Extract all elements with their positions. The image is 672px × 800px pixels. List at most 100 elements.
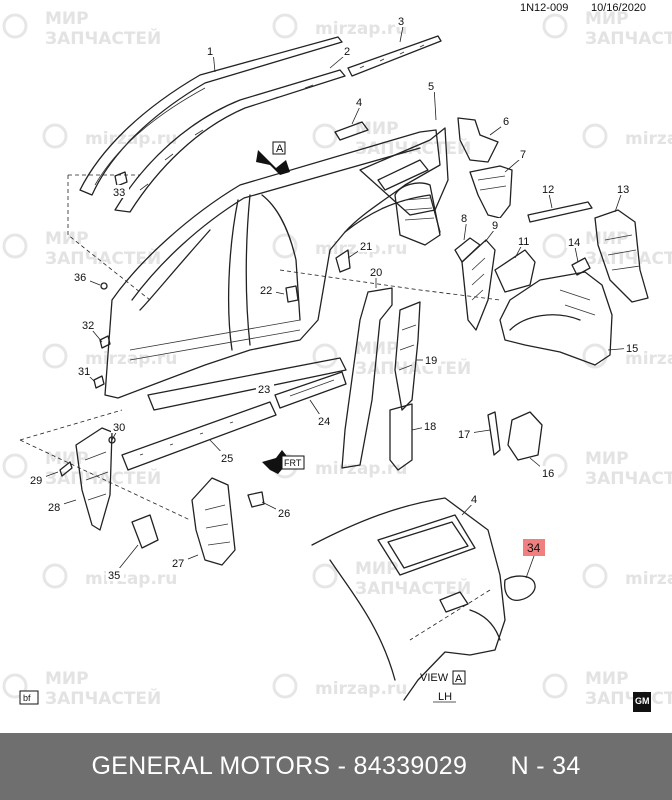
callout-33[interactable]: 33 <box>113 187 125 199</box>
callout-11[interactable]: 11 <box>518 236 529 248</box>
pillar-reinforcement-part-18 <box>389 403 413 471</box>
hinge-pillar-part-27 <box>191 477 236 566</box>
callout-21[interactable]: 21 <box>360 241 372 253</box>
callout-7[interactable]: 7 <box>520 149 526 161</box>
callout-36[interactable]: 36 <box>74 272 86 284</box>
watermark-pin-icon <box>42 343 68 369</box>
callout-31[interactable]: 31 <box>78 366 90 378</box>
callout-27[interactable]: 27 <box>172 558 184 570</box>
callout-bg <box>258 283 276 296</box>
callout-bg <box>615 182 633 195</box>
watermark-line2: ЗАПЧАСТЕЙ <box>45 467 161 489</box>
body-side-frame <box>104 129 441 399</box>
callout-4b[interactable]: 4 <box>471 494 477 506</box>
callout-bg <box>540 466 558 479</box>
callout-32[interactable]: 32 <box>82 320 94 332</box>
callout-13[interactable]: 13 <box>617 184 629 196</box>
callout-bg <box>501 114 512 127</box>
diagram-ref-code: 1N12-009 <box>520 2 568 14</box>
callout-bg <box>426 79 437 92</box>
callout-2[interactable]: 2 <box>344 46 350 58</box>
callout-14[interactable]: 14 <box>568 237 580 249</box>
callout-6[interactable]: 6 <box>503 116 509 128</box>
callout-28[interactable]: 28 <box>48 502 60 514</box>
highlight-callout-34[interactable]: 34 <box>523 539 545 579</box>
callout-3[interactable]: 3 <box>398 16 404 28</box>
callout-18[interactable]: 18 <box>424 421 436 433</box>
callout-26[interactable]: 26 <box>278 508 290 520</box>
callout-15[interactable]: 15 <box>626 343 638 355</box>
hinge-pillar-part-28 <box>75 427 113 531</box>
watermark-line2: ЗАПЧАСТЕЙ <box>585 247 672 269</box>
clip-part-32 <box>99 335 111 349</box>
callout-23[interactable]: 23 <box>258 384 270 396</box>
callout-bg <box>423 353 441 366</box>
callout-bg <box>396 14 407 27</box>
callout-25[interactable]: 25 <box>221 453 233 465</box>
callout-12[interactable]: 12 <box>542 184 554 196</box>
callout-8[interactable]: 8 <box>461 213 467 225</box>
fastener-part-36 <box>100 282 108 290</box>
callout-1[interactable]: 1 <box>207 46 213 58</box>
watermark-pin-icon <box>42 123 68 149</box>
callout-bg <box>219 451 237 464</box>
watermark-pin-icon <box>272 673 298 699</box>
watermark-pin-icon <box>312 343 338 369</box>
watermark-pin-icon <box>312 123 338 149</box>
callout-bg <box>422 419 440 432</box>
callout-29[interactable]: 29 <box>30 475 42 487</box>
watermark-pin-icon <box>42 563 68 589</box>
bracket-part-6 <box>457 117 499 163</box>
view-prefix: VIEW <box>420 672 449 684</box>
footer-brand: GENERAL MOTORS <box>91 752 331 780</box>
arrow-a-label: A <box>276 143 284 155</box>
callout-24[interactable]: 24 <box>318 416 330 428</box>
roof-rail-inner-part-2 <box>114 69 346 213</box>
highlight-callout-label: 34 <box>527 541 541 555</box>
clip-part-14 <box>571 257 591 276</box>
watermark-pin-icon <box>272 13 298 39</box>
watermark-line1: МИР <box>585 9 629 29</box>
watermark-line1: МИР <box>355 559 399 579</box>
callout-4[interactable]: 4 <box>356 97 362 109</box>
watermark-pin-icon <box>2 453 28 479</box>
roof-rail-bracket-part-3 <box>347 35 442 77</box>
watermark-pin-icon <box>582 123 608 149</box>
panel-part-9 <box>461 239 496 331</box>
callout-9[interactable]: 9 <box>492 220 498 232</box>
callout-bg <box>316 414 334 427</box>
callout-22[interactable]: 22 <box>260 285 272 297</box>
watermark-line2: ЗАПЧАСТЕЙ <box>355 577 471 599</box>
clip-part-33 <box>114 171 128 187</box>
watermark-line1: МИР <box>45 229 89 249</box>
callout-20[interactable]: 20 <box>370 267 382 279</box>
callout-bg <box>106 568 124 581</box>
watermark-tile: mirzap.ru <box>582 563 672 589</box>
callout-17[interactable]: 17 <box>458 429 470 441</box>
bracket-part-16 <box>507 411 543 461</box>
callout-bg <box>276 506 294 519</box>
callout-bg <box>354 95 365 108</box>
watermark-site: mirzap.ru <box>625 569 672 589</box>
callout-19[interactable]: 19 <box>425 355 437 367</box>
callout-5[interactable]: 5 <box>428 81 434 93</box>
rocker-inner-part-25 <box>121 401 277 471</box>
watermark-site: mirzap.ru <box>85 349 177 369</box>
callout-30[interactable]: 30 <box>113 422 125 434</box>
callout-16[interactable]: 16 <box>542 468 554 480</box>
view-marker: VIEW A LH <box>420 670 466 703</box>
watermark-site: mirzap.ru <box>625 129 672 149</box>
callout-35[interactable]: 35 <box>108 570 120 582</box>
wheelhouse-panel-part-15 <box>499 271 613 366</box>
rail-part-12 <box>527 201 593 223</box>
gm-logo: GM <box>633 692 651 712</box>
watermark-line2: ЗАПЧАСТЕЙ <box>585 467 672 489</box>
